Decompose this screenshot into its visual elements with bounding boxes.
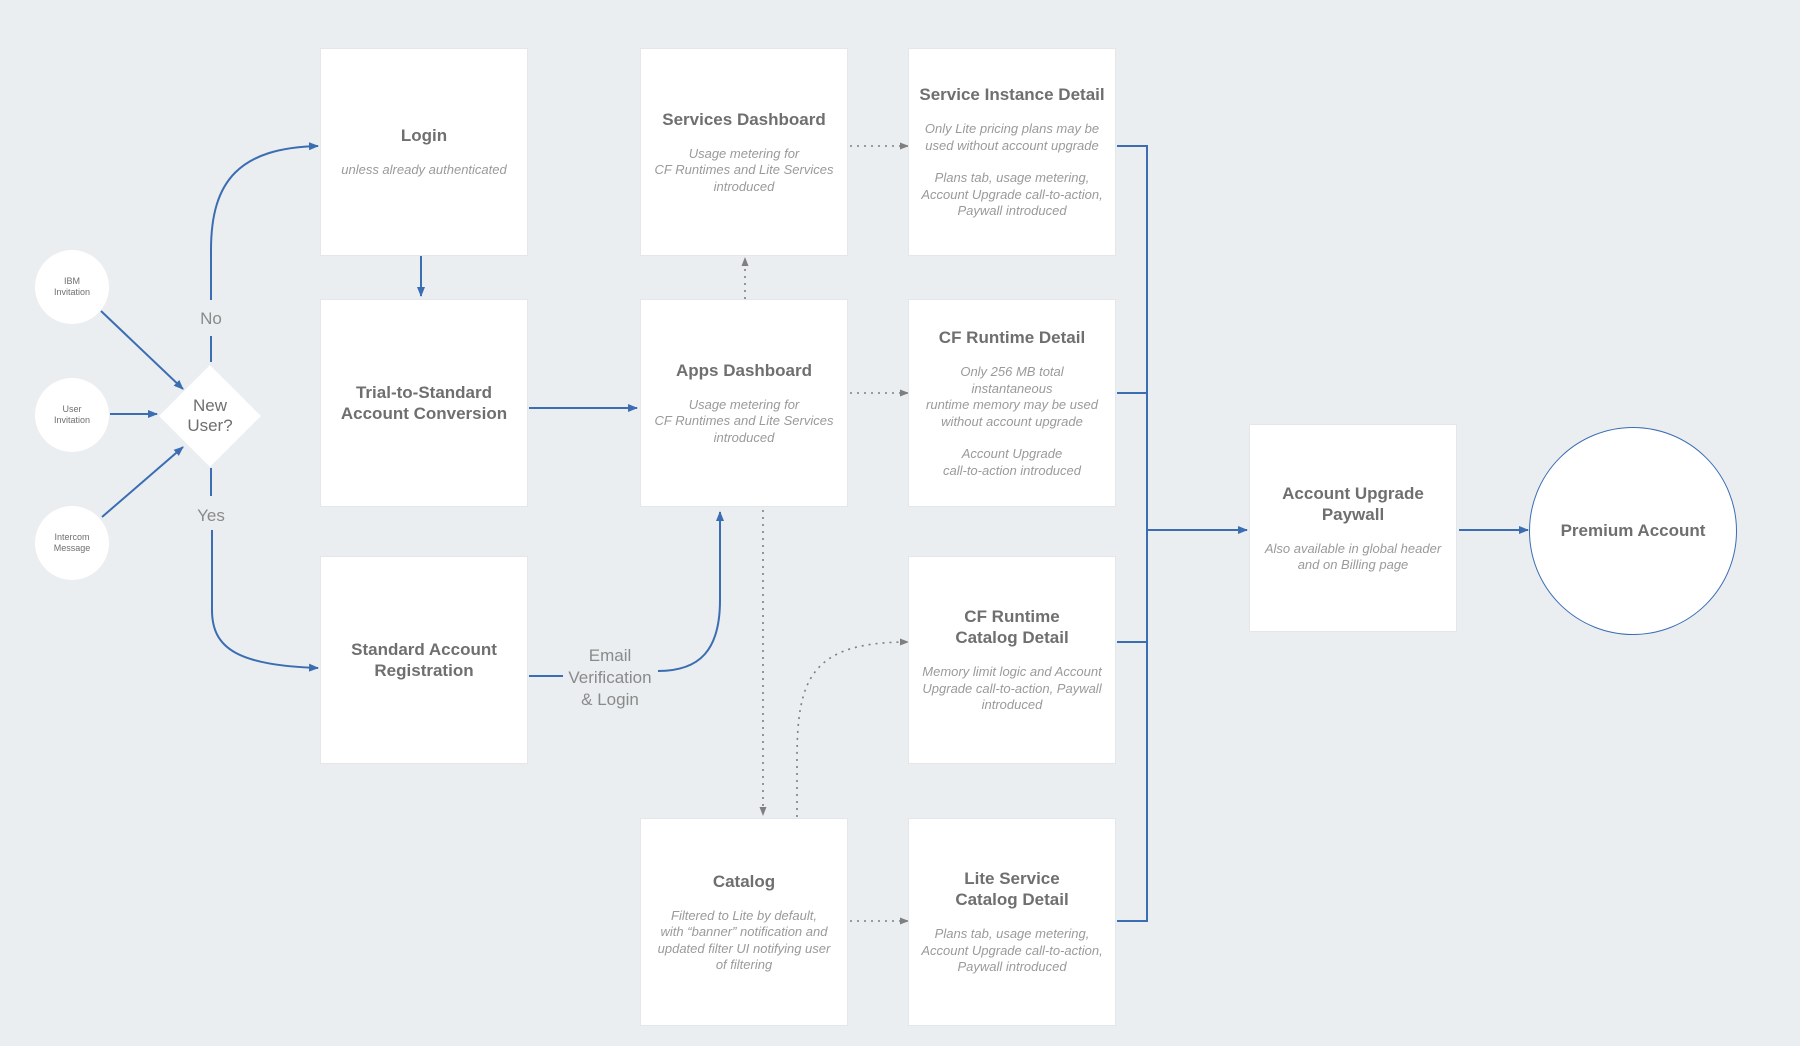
node-note: Filtered to Lite by default, with “banne… [657,907,831,973]
node-title: CF Runtime Detail [938,328,1086,347]
node-standard-registration: Standard Account Registration [320,556,528,764]
node-note: Plans tab, usage metering, Account Upgra… [921,926,1103,975]
node-catalog: Catalog Filtered to Lite by default, wit… [640,818,848,1026]
node-title: Trial-to-Standard Account Conversion [340,383,508,423]
node-lite-service-catalog-detail: Lite Service Catalog Detail Plans tab, u… [908,818,1116,1026]
node-title: Lite Service Catalog Detail [955,869,1069,910]
node-note: Usage metering for CF Runtimes and Lite … [654,145,834,194]
decision-label: New User? [187,396,233,435]
edge-catalog-to-cf-runtime-catalog [796,638,909,817]
edge-label-email-verification: Email Verification & Login [568,646,652,709]
node-account-upgrade-paywall: Account Upgrade Paywall Also available i… [1249,424,1457,632]
node-note: Only 256 MB total instantaneous runtime … [926,364,1098,429]
edge-label-no: No [200,309,222,328]
node-premium-account: Premium Account [1529,427,1737,635]
node-note-secondary: Plans tab, usage metering, Account Upgra… [921,170,1103,219]
node-trial-conversion: Trial-to-Standard Account Conversion [320,299,528,507]
node-login: Login unless already authenticated [320,48,528,256]
node-cf-runtime-detail: CF Runtime Detail Only 256 MB total inst… [908,299,1116,507]
node-note: unless already authenticated [341,162,507,178]
node-title: Account Upgrade Paywall [1282,483,1424,524]
source-user-invitation: User Invitation [35,378,109,452]
edge-email-to-apps [657,511,724,672]
node-title: Catalog [712,871,776,891]
node-title: Apps Dashboard [675,360,813,380]
node-services-dashboard: Services Dashboard Usage metering for CF… [640,48,848,256]
edge-intercom-to-decision [101,446,184,518]
node-service-instance-detail: Service Instance Detail Only Lite pricin… [908,48,1116,256]
edge-no-to-login [210,142,319,300]
node-cf-runtime-catalog-detail: CF Runtime Catalog Detail Memory limit l… [908,556,1116,764]
node-note: Also available in global header and on B… [1264,540,1442,573]
node-title: Service Instance Detail [919,85,1105,105]
node-note: Usage metering for CF Runtimes and Lite … [654,396,834,445]
node-note: Only Lite pricing plans may be used with… [924,121,1100,153]
node-title: Standard Account Registration [351,640,497,680]
decision-new-user: New User? [154,364,266,468]
edge-label-yes: Yes [197,506,225,525]
node-note: Memory limit logic and Account Upgrade c… [922,664,1102,713]
node-note-secondary: Account Upgrade call-to-action introduce… [942,446,1082,478]
source-ibm-invitation: IBM Invitation [35,250,109,324]
node-title: Services Dashboard [662,109,826,129]
node-title: Login [400,126,448,146]
edge-yes-to-registration [211,530,319,672]
source-intercom-message: Intercom Message [35,506,109,580]
node-title: CF Runtime Catalog Detail [955,607,1069,648]
node-apps-dashboard: Apps Dashboard Usage metering for CF Run… [640,299,848,507]
edge-ibm-to-decision [100,310,184,390]
